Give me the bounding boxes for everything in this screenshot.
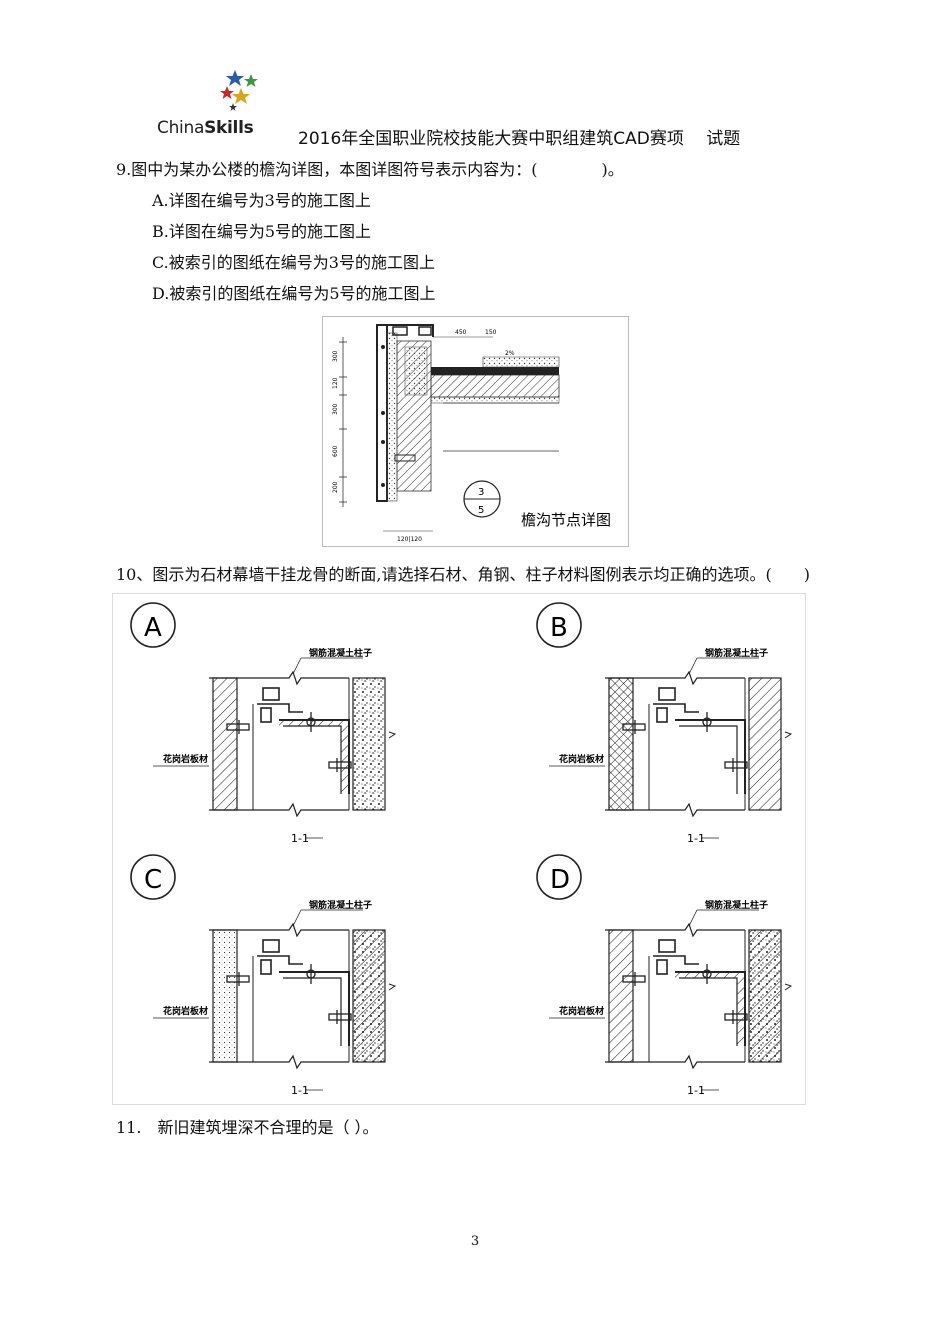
panel-a-section: 1-1 <box>291 832 309 845</box>
gutter-detail-figure: 300 120 300 600 200 2% 450 150 <box>322 316 629 547</box>
panel-d-column-label: 钢筋混凝土柱子 <box>705 899 768 911</box>
question-11: 11. 新旧建筑埋深不合理的是（ ）。 <box>116 1118 379 1137</box>
detail-symbol-bottom: 5 <box>478 505 484 516</box>
panel-c-column-label: 钢筋混凝土柱子 <box>309 899 372 911</box>
slope-label: 2% <box>505 350 515 357</box>
panel-c: C 钢筋混凝土柱子 花岗岩板材 1-1 <box>130 854 396 1097</box>
panel-c-stone-label: 花岗岩板材 <box>163 1005 208 1017</box>
detail-symbol-top: 3 <box>478 487 484 498</box>
dim-top-1: 450 <box>455 329 467 336</box>
exam-title: 2016年全国职业院校技能大赛中职组建筑CAD赛项 试题 <box>298 129 741 149</box>
panel-c-letter: C <box>144 865 162 895</box>
panel-b-stone-label: 花岗岩板材 <box>559 753 604 765</box>
panel-d-letter: D <box>550 865 570 895</box>
page-number: 3 <box>470 1234 480 1249</box>
panel-b-column-label: 钢筋混凝土柱子 <box>705 647 768 659</box>
star-cluster-icon <box>220 70 258 111</box>
panel-a: A 钢筋混凝土柱子 花岗岩板材 1-1 <box>130 602 396 845</box>
panel-d-section: 1-1 <box>687 1084 705 1097</box>
panel-d-stone-label: 花岗岩板材 <box>559 1005 604 1017</box>
panel-a-column-label: 钢筋混凝土柱子 <box>309 647 372 659</box>
q9-option-b: B.详图在编号为5号的施工图上 <box>152 222 372 241</box>
panel-b-section: 1-1 <box>687 832 705 845</box>
dim-left-2: 120 <box>332 377 339 389</box>
panel-a-stone-label: 花岗岩板材 <box>163 753 208 765</box>
panel-b-letter: B <box>550 613 568 643</box>
question-9: 9.图中为某办公楼的檐沟详图，本图详图符号表示内容为：( )。 <box>116 160 624 179</box>
logo-wordmark: ChinaSkills <box>157 118 254 138</box>
question-10: 10、图示为石材幕墙干挂龙骨的断面,请选择石材、角钢、柱子材料图例表示均正确的选… <box>116 565 810 584</box>
panel-a-letter: A <box>144 613 162 643</box>
dim-left-4: 600 <box>332 445 339 457</box>
panel-d: D 钢筋混凝土柱子 花岗岩板材 1-1 <box>536 854 792 1097</box>
dim-bottom: 120|120 <box>397 536 422 543</box>
chinaskills-logo: ChinaSkills <box>155 68 265 140</box>
q9-option-d: D.被索引的图纸在编号为5号的施工图上 <box>152 284 436 303</box>
curtain-wall-figure: A 钢筋混凝土柱子 花岗岩板材 1-1 B 钢筋混凝土柱子 花岗岩板材 1-1 <box>112 593 806 1105</box>
panel-c-section: 1-1 <box>291 1084 309 1097</box>
q9-option-a: A.详图在编号为3号的施工图上 <box>152 191 371 210</box>
dim-top-2: 150 <box>485 329 497 336</box>
dim-left-3: 300 <box>332 403 339 415</box>
q9-option-c: C.被索引的图纸在编号为3号的施工图上 <box>152 253 435 272</box>
dim-left-5: 200 <box>332 481 339 493</box>
dim-left-1: 300 <box>332 350 339 362</box>
panel-b: B 钢筋混凝土柱子 花岗岩板材 1-1 <box>536 602 792 845</box>
figure-caption: 檐沟节点详图 <box>521 511 611 529</box>
